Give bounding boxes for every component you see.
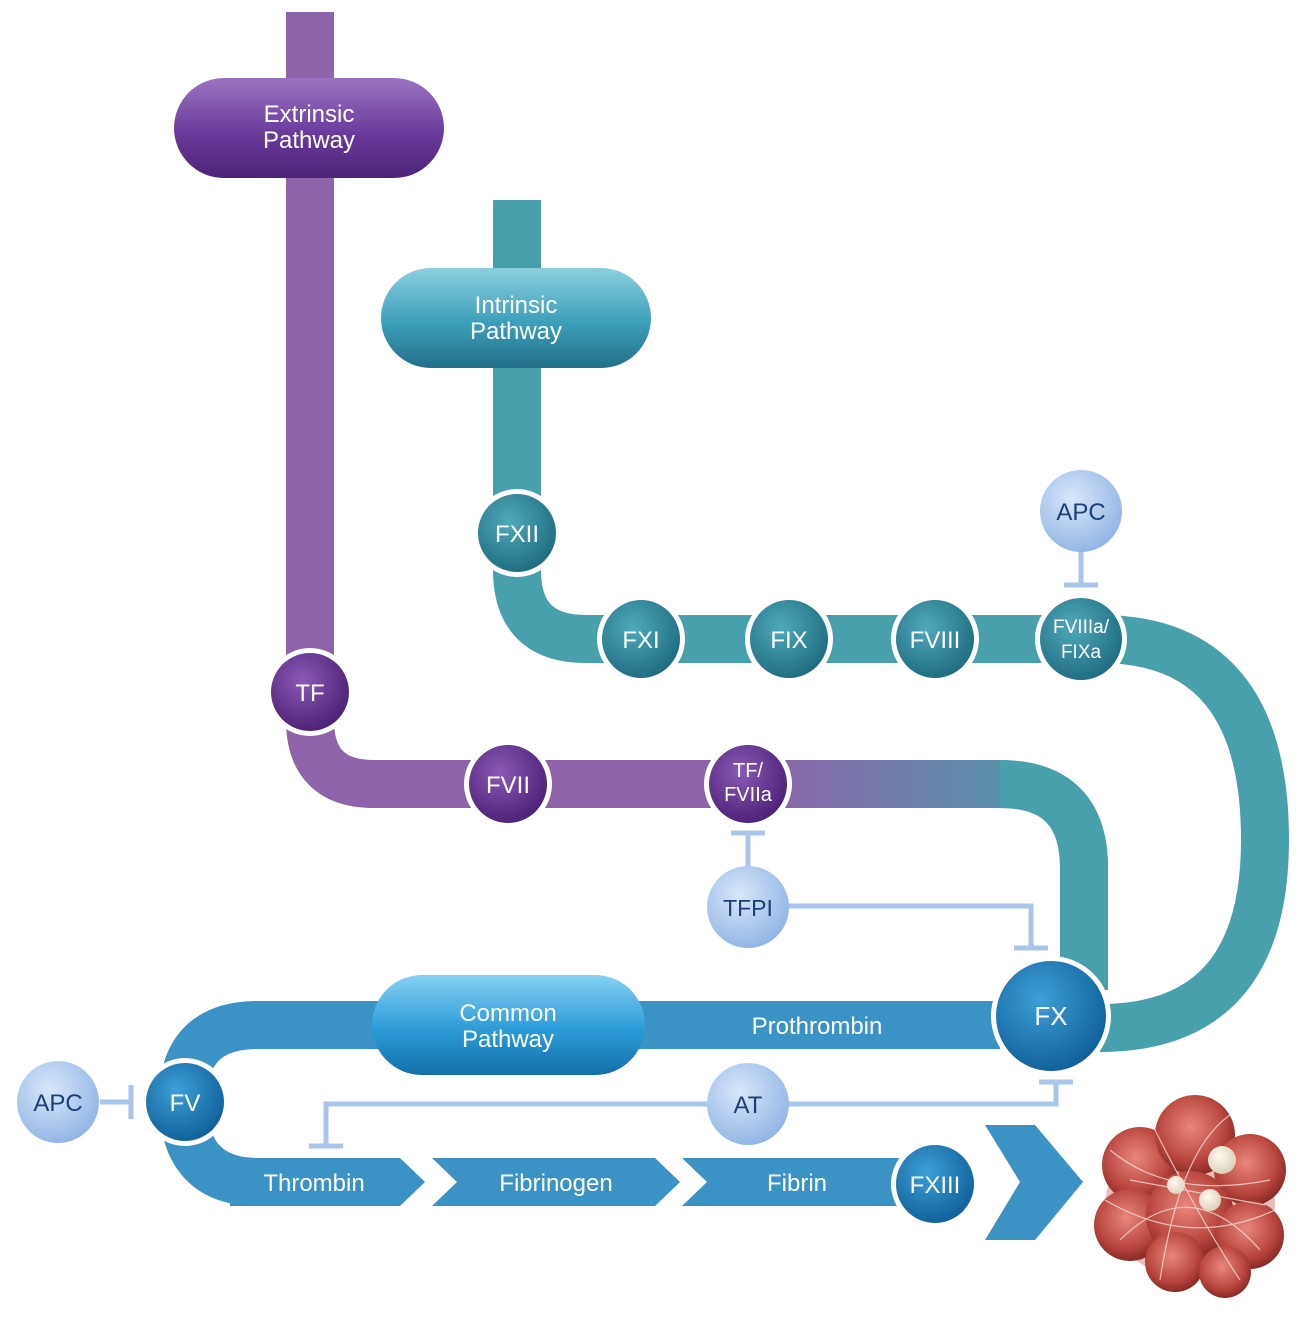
apc-left-node: APC bbox=[17, 1061, 99, 1143]
tf-fviia-label-2: FVIIa bbox=[724, 784, 773, 806]
fibrin-arrow bbox=[682, 1158, 930, 1206]
fxiii-label: FXIII bbox=[910, 1172, 961, 1199]
extrinsic-pathway-pill: Extrinsic Pathway bbox=[174, 78, 444, 178]
apc-left-label: APC bbox=[33, 1090, 82, 1117]
fviii-label: FVIII bbox=[910, 627, 961, 654]
tf-fviia-label-1: TF/ bbox=[733, 760, 763, 782]
fxii-node: FXII bbox=[473, 489, 561, 577]
fvii-node: FVII bbox=[464, 740, 552, 828]
tf-fviia-node: TF/ FVIIa bbox=[704, 740, 792, 828]
apc-top-label: APC bbox=[1056, 499, 1105, 526]
fibrin-label: Fibrin bbox=[767, 1170, 827, 1197]
intrinsic-pathway-pill: Intrinsic Pathway bbox=[381, 268, 651, 368]
tfpi-label: TFPI bbox=[723, 895, 773, 921]
apc-top-node: APC bbox=[1040, 470, 1122, 552]
prothrombin-label: Prothrombin bbox=[752, 1013, 883, 1040]
common-pathway-label-1: Common bbox=[459, 1000, 556, 1027]
fviii-node: FVIII bbox=[891, 595, 979, 683]
fv-node: FV bbox=[141, 1058, 229, 1146]
tf-node: TF bbox=[266, 648, 354, 736]
fviiia-fixa-label-1: FVIIIa/ bbox=[1053, 617, 1110, 638]
intrinsic-pathway-label-1: Intrinsic bbox=[475, 292, 558, 319]
blood-clot-illustration bbox=[1094, 1095, 1286, 1298]
prothrombin-label-group: Prothrombin bbox=[752, 1013, 883, 1040]
extrinsic-pathway-label-1: Extrinsic bbox=[264, 101, 355, 128]
intrinsic-pathway-label-2: Pathway bbox=[470, 318, 562, 345]
fviiia-fixa-node: FVIIIa/ FIXa bbox=[1035, 593, 1127, 685]
tfpi-node: TFPI bbox=[707, 866, 789, 948]
fv-label: FV bbox=[170, 1090, 201, 1117]
fvii-label: FVII bbox=[486, 772, 530, 799]
fxi-label: FXI bbox=[622, 627, 659, 654]
fx-label: FX bbox=[1034, 1001, 1067, 1031]
at-label: AT bbox=[734, 1092, 763, 1119]
at-node: AT bbox=[707, 1063, 789, 1145]
fx-node: FX bbox=[991, 956, 1111, 1076]
fix-label: FIX bbox=[770, 627, 807, 654]
inhibition-lines bbox=[100, 545, 1098, 1149]
fibrinogen-label: Fibrinogen bbox=[499, 1170, 612, 1197]
extrinsic-pathway-label-2: Pathway bbox=[263, 127, 355, 154]
fix-node: FIX bbox=[745, 595, 833, 683]
fviiia-fixa-label-2: FIXa bbox=[1061, 642, 1102, 663]
fxii-label: FXII bbox=[495, 521, 539, 548]
common-pathway-pill: Common Pathway bbox=[372, 975, 645, 1075]
fxiii-node: FXIII bbox=[891, 1140, 979, 1228]
fxi-node: FXI bbox=[597, 595, 685, 683]
thrombin-label: Thrombin bbox=[263, 1170, 364, 1197]
final-arrowhead bbox=[985, 1125, 1083, 1240]
thrombin-arrow bbox=[230, 1158, 425, 1206]
common-pathway-label-2: Pathway bbox=[462, 1026, 554, 1053]
fibrinogen-arrow bbox=[432, 1158, 680, 1206]
tf-label: TF bbox=[295, 680, 324, 707]
